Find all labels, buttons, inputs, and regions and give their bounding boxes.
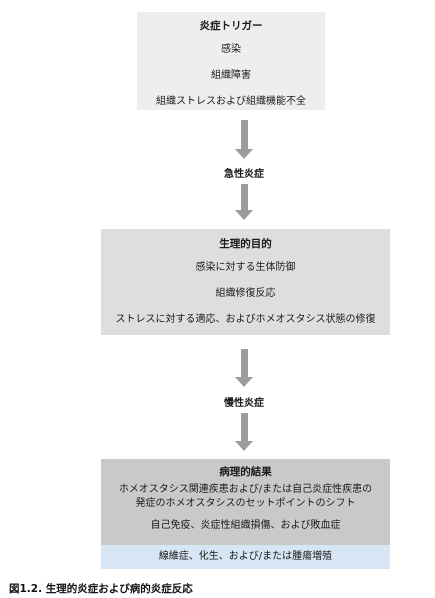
trigger-item: 組織ストレスおよび組織機能不全 — [156, 96, 306, 107]
chronic-inflammation-label: 慢性炎症 — [224, 398, 264, 409]
down-arrow-icon — [235, 349, 253, 387]
pathological-item: 自己免疫、炎症性組織損傷、および敗血症 — [150, 520, 341, 531]
down-arrow-icon — [235, 120, 253, 159]
down-arrow-icon — [235, 184, 253, 220]
pathological-outcome-box: 病理的結果 ホメオスタシス関連疾患および/または自己炎症性疾患の 発症のホメオス… — [101, 459, 390, 545]
physiological-item: ストレスに対する適応、およびホメオスタシス状態の修復 — [115, 314, 376, 325]
pathological-item: 発症のホメオスタシスのセットポイントのシフト — [135, 498, 356, 509]
physiological-title: 生理的目的 — [219, 238, 272, 250]
trigger-title: 炎症トリガー — [199, 20, 263, 32]
physiological-purpose-box: 生理的目的 感染に対する生体防御 組織修復反応 ストレスに対する適応、およびホメ… — [101, 229, 390, 335]
trigger-item: 組織障害 — [211, 70, 251, 81]
physiological-item: 組織修復反応 — [215, 288, 276, 299]
down-arrow-icon — [235, 413, 253, 451]
figure-caption: 図1.2. 生理的炎症および病的炎症反応 — [9, 583, 193, 595]
pathological-item: ホメオスタシス関連疾患および/または自己炎症性疾患の — [118, 484, 373, 495]
physiological-item: 感染に対する生体防御 — [195, 262, 296, 273]
pathological-title: 病理的結果 — [219, 466, 272, 478]
acute-inflammation-label: 急性炎症 — [224, 169, 264, 180]
trigger-item: 感染 — [221, 44, 241, 55]
pathological-highlight-row: 線維症、化生、および/または腫瘍増殖 — [101, 545, 390, 569]
trigger-box: 炎症トリガー 感染 組織障害 組織ストレスおよび組織機能不全 — [137, 12, 325, 110]
